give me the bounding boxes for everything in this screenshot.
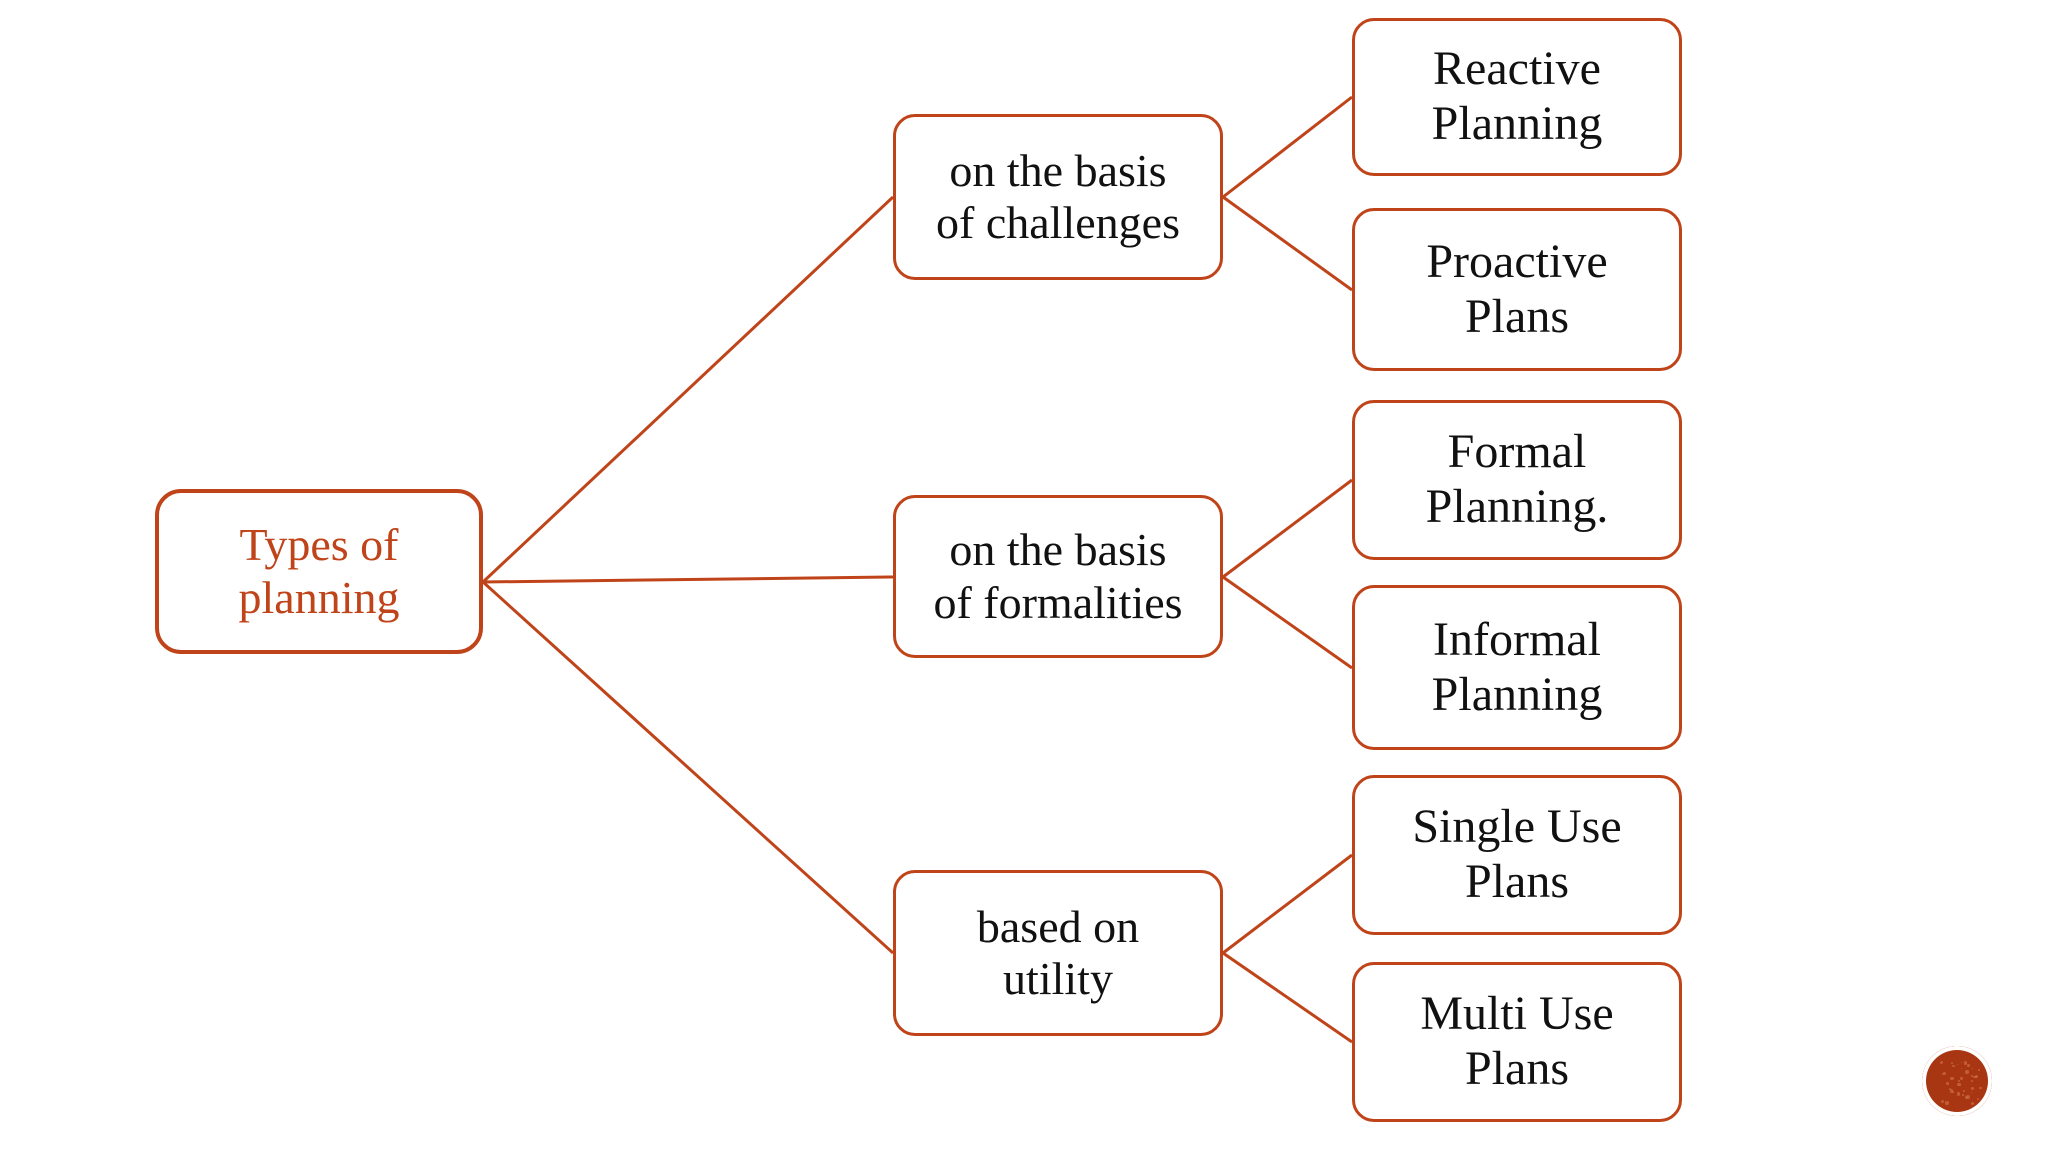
node-on-the-basis-of-formalities[interactable]: on the basis of formalities [893, 495, 1223, 658]
node-formal-planning[interactable]: Formal Planning. [1352, 400, 1682, 560]
node-types-of-planning[interactable]: Types of planning [155, 489, 483, 654]
logo-texture-speck [1971, 1080, 1973, 1082]
node-label: Formal Planning. [1418, 425, 1617, 534]
logo-texture-speck [1963, 1090, 1965, 1092]
logo-texture-speck [1957, 1064, 1958, 1065]
logo-texture-speck [1941, 1100, 1944, 1103]
connector-types-of-planning-to-on-the-basis-of-formalities [483, 577, 893, 582]
logo-texture-speck [1961, 1062, 1962, 1063]
node-label: on the basis of formalities [925, 524, 1190, 629]
node-informal-planning[interactable]: Informal Planning [1352, 585, 1682, 750]
logo-texture-speck [1979, 1087, 1981, 1089]
logo-texture-speck [1952, 1065, 1955, 1068]
node-label: Reactive Planning [1424, 42, 1611, 151]
logo-texture-speck [1942, 1073, 1944, 1075]
logo-texture-speck [1957, 1092, 1960, 1095]
circular-stamp-logo [1922, 1046, 1992, 1116]
node-label: Informal Planning [1424, 613, 1611, 722]
logo-texture-speck [1945, 1101, 1949, 1105]
node-based-on-utility[interactable]: based on utility [893, 870, 1223, 1036]
node-reactive-planning[interactable]: Reactive Planning [1352, 18, 1682, 176]
connector-on-the-basis-of-formalities-to-informal-planning [1223, 577, 1352, 668]
logo-texture-speck [1958, 1080, 1960, 1082]
connector-on-the-basis-of-formalities-to-formal-planning [1223, 480, 1352, 577]
logo-texture-speck [1960, 1077, 1963, 1080]
logo-texture-speck [1967, 1064, 1970, 1067]
node-multi-use-plans[interactable]: Multi Use Plans [1352, 962, 1682, 1122]
node-single-use-plans[interactable]: Single Use Plans [1352, 775, 1682, 935]
node-label: on the basis of challenges [928, 145, 1188, 250]
logo-texture-speck [1946, 1082, 1949, 1085]
node-label: Proactive Plans [1418, 235, 1615, 344]
logo-texture-speck [1940, 1061, 1943, 1064]
logo-texture-speck [1950, 1077, 1953, 1080]
logo-texture-speck [1971, 1092, 1972, 1093]
connector-on-the-basis-of-challenges-to-reactive-planning [1223, 97, 1352, 197]
logo-texture-speck [1977, 1098, 1979, 1100]
node-label: Single Use Plans [1404, 800, 1629, 909]
logo-texture-speck [1978, 1069, 1979, 1070]
logo-texture-speck [1971, 1102, 1974, 1105]
node-label: Multi Use Plans [1412, 987, 1621, 1096]
node-label: based on utility [969, 901, 1147, 1006]
logo-texture-speck [1959, 1084, 1961, 1086]
logo-texture-speck [1961, 1068, 1963, 1070]
connector-types-of-planning-to-based-on-utility [483, 582, 893, 953]
connector-based-on-utility-to-multi-use-plans [1223, 953, 1352, 1042]
logo-texture-speck [1972, 1068, 1973, 1069]
connector-on-the-basis-of-challenges-to-proactive-plans [1223, 197, 1352, 290]
node-label: Types of planning [231, 519, 408, 624]
node-on-the-basis-of-challenges[interactable]: on the basis of challenges [893, 114, 1223, 280]
logo-texture-speck [1952, 1092, 1954, 1094]
logo-texture-speck [1965, 1070, 1968, 1073]
logo-texture-speck [1962, 1094, 1964, 1096]
logo-texture-speck [1971, 1087, 1974, 1090]
node-proactive-plans[interactable]: Proactive Plans [1352, 208, 1682, 371]
logo-texture-speck [1974, 1076, 1977, 1079]
connector-types-of-planning-to-on-the-basis-of-challenges [483, 197, 893, 582]
connector-based-on-utility-to-single-use-plans [1223, 855, 1352, 953]
logo-texture-speck [1965, 1096, 1969, 1100]
